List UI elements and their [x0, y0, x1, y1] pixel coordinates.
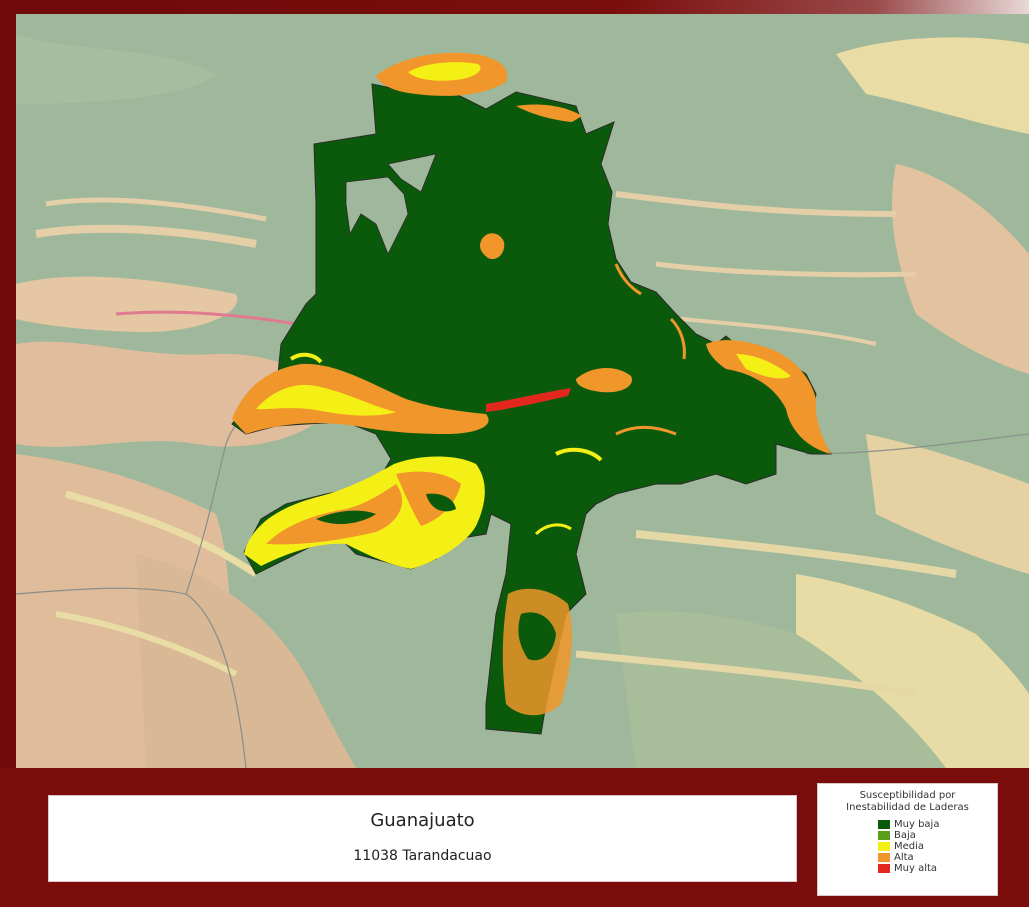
legend-title-line1: Susceptibilidad por — [859, 790, 956, 801]
background-terrain — [16, 14, 1029, 768]
legend-swatch-alta — [878, 853, 890, 862]
legend-list: Muy baja Baja Media Alta Muy alta — [878, 819, 997, 874]
legend-title-line2: Inestabilidad de Laderas — [846, 802, 969, 813]
title-panel: Guanajuato 11038 Tarandacuao — [48, 795, 797, 882]
state-name: Guanajuato — [370, 810, 475, 831]
legend-label: Muy alta — [894, 863, 938, 874]
map-canvas[interactable] — [16, 14, 1029, 768]
susceptibility-zones — [232, 52, 831, 716]
municipality-name: 11038 Tarandacuao — [353, 848, 492, 864]
legend-item: Muy alta — [878, 863, 997, 874]
legend-item: Media — [878, 841, 997, 852]
legend-swatch-muy-alta — [878, 864, 890, 873]
legend-item: Muy baja — [878, 819, 997, 830]
legend-item: Baja — [878, 830, 997, 841]
legend-item: Alta — [878, 852, 997, 863]
legend-label: Baja — [894, 830, 916, 841]
map-svg — [16, 14, 1029, 768]
legend-swatch-baja — [878, 831, 890, 840]
legend-swatch-media — [878, 842, 890, 851]
legend-label: Muy baja — [894, 819, 940, 830]
municipality-polygon[interactable] — [231, 83, 832, 735]
legend-title: Susceptibilidad por Inestabilidad de Lad… — [818, 790, 997, 814]
legend-panel: Susceptibilidad por Inestabilidad de Lad… — [817, 783, 998, 896]
legend-label: Media — [894, 841, 925, 852]
legend-swatch-muy-baja — [878, 820, 890, 829]
legend-label: Alta — [894, 852, 914, 863]
